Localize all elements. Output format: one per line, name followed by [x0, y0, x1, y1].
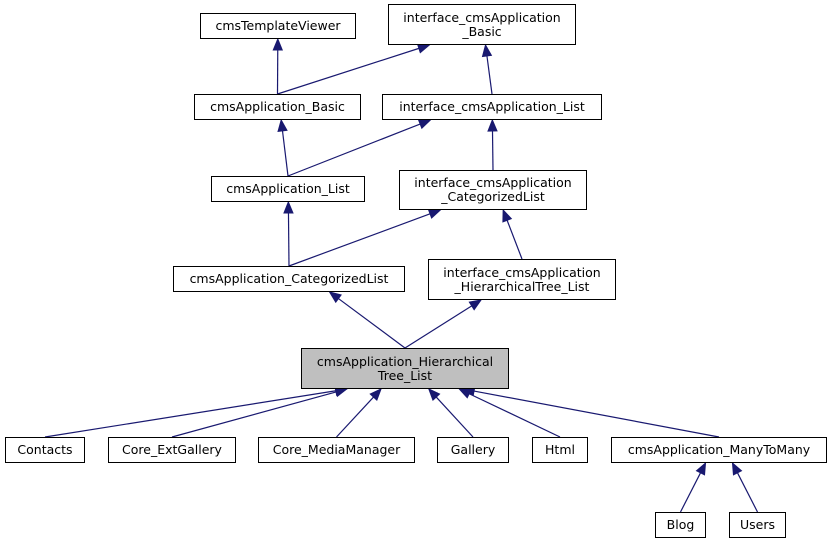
- node-interface-cmsapplication-basic[interactable]: interface_cmsApplication _Basic: [388, 4, 576, 45]
- arrowhead-app_htree: [369, 388, 382, 401]
- edge-app_htree-to-app_catlist: [338, 298, 406, 349]
- node-cmsapplication-basic[interactable]: cmsApplication_Basic: [194, 94, 361, 120]
- node-cmsapplication-hierarchicaltree-list[interactable]: cmsApplication_Hierarchical Tree_List: [301, 348, 509, 389]
- edge-app_basic-to-iface_basic: [277, 47, 420, 95]
- edge-blog-to-app_manytomany: [679, 472, 702, 513]
- arrowhead-iface_htree: [468, 299, 483, 311]
- arrowhead-app_manytomany: [731, 461, 743, 476]
- edge-app_htree-to-iface_htree: [404, 305, 473, 349]
- node-contacts[interactable]: Contacts: [5, 437, 85, 463]
- node-core-extgallery[interactable]: Core_ExtGallery: [108, 437, 236, 463]
- node-cmsapplication-manytomany[interactable]: cmsApplication_ManyToMany: [611, 437, 827, 463]
- edge-app_catlist-to-app_list: [287, 212, 290, 267]
- node-interface-cmsapplication-hierarchicaltree-list[interactable]: interface_cmsApplication _HierarchicalTr…: [428, 259, 616, 300]
- arrowhead-iface_list: [487, 118, 498, 132]
- node-blog[interactable]: Blog: [655, 512, 706, 538]
- edge-iface_list-to-iface_basic: [486, 55, 493, 95]
- node-html[interactable]: Html: [532, 437, 588, 463]
- edge-app_list-to-app_basic: [281, 130, 289, 177]
- node-interface-cmsapplication-list[interactable]: interface_cmsApplication_List: [382, 94, 602, 120]
- node-gallery[interactable]: Gallery: [437, 437, 509, 463]
- edge-app_list-to-iface_list: [287, 123, 421, 177]
- arrowhead-app_list: [283, 200, 294, 214]
- edge-html-to-app_htree: [468, 393, 561, 438]
- edge-core_extgallery-to-app_htree: [171, 391, 337, 438]
- node-core-mediamanager[interactable]: Core_MediaManager: [258, 437, 415, 463]
- edge-app_catlist-to-iface_catlist: [288, 213, 431, 267]
- arrowhead-iface_basic: [481, 43, 493, 58]
- edge-core_mediamanager-to-app_htree: [336, 396, 374, 438]
- edge-contacts-to-app_htree: [44, 390, 336, 438]
- arrowhead-iface_catlist: [502, 208, 513, 223]
- node-cmstemplateviewer[interactable]: cmsTemplateViewer: [200, 13, 356, 39]
- node-cmsapplication-list[interactable]: cmsApplication_List: [211, 176, 365, 202]
- arrowhead-iface_list: [417, 119, 432, 130]
- arrowhead-app_manytomany: [695, 461, 707, 476]
- arrowhead-cmsTemplateViewer: [272, 37, 284, 51]
- edge-gallery-to-app_htree: [435, 396, 474, 438]
- node-cmsapplication-categorizedlist[interactable]: cmsApplication_CategorizedList: [173, 266, 405, 292]
- node-users[interactable]: Users: [729, 512, 786, 538]
- arrowhead-app_catlist: [328, 291, 342, 304]
- arrowhead-app_basic: [277, 118, 288, 133]
- edge-users-to-app_manytomany: [736, 472, 759, 513]
- arrowhead-app_htree: [427, 388, 441, 402]
- edge-iface_catlist-to-iface_list: [491, 130, 494, 171]
- node-interface-cmsapplication-categorizedlist[interactable]: interface_cmsApplication _CategorizedLis…: [399, 170, 587, 210]
- arrowhead-iface_catlist: [427, 209, 442, 219]
- arrowhead-iface_basic: [416, 43, 431, 54]
- edge-app_manytomany-to-app_htree: [473, 390, 720, 438]
- edge-iface_htree-to-iface_catlist: [506, 220, 523, 260]
